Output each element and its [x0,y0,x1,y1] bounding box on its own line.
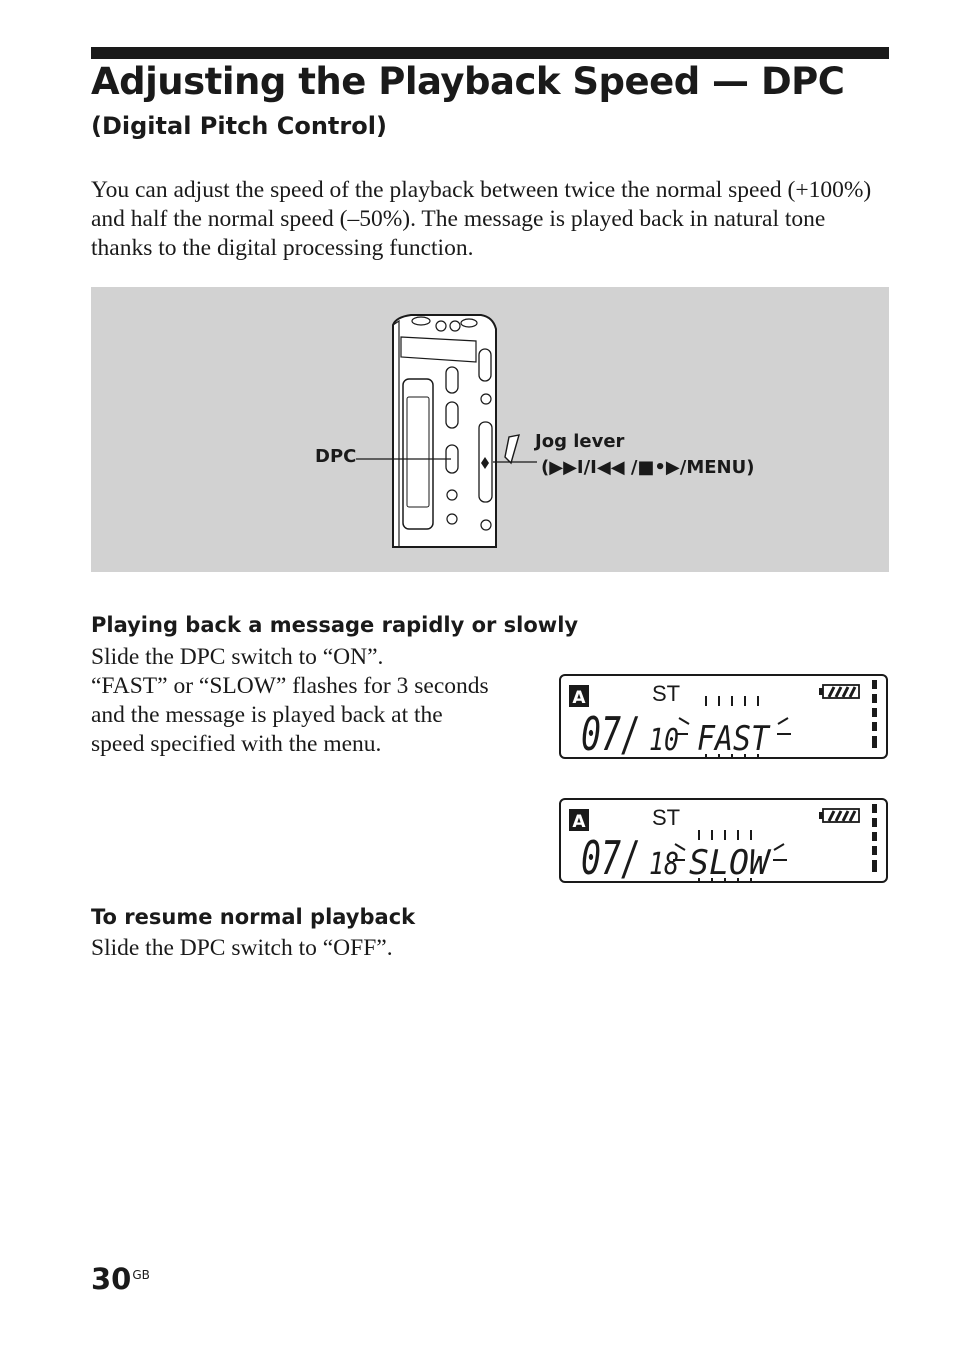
device-figure: DPC Jog lever (▶▶I/I◀◀ /■•▶/MENU) [91,287,889,572]
recorder-illustration [356,314,537,548]
resume-text: Slide the DPC switch to “OFF”. [91,935,393,961]
page-number-value: 30 [91,1262,132,1296]
lcd-slow-display: A ST 07/ 18 SLOW [559,798,888,888]
intro-paragraph: You can adjust the speed of the playback… [91,177,872,261]
page-subtitle: (Digital Pitch Control) [91,112,387,140]
lcd-word: SLOW [689,843,771,883]
body-line-1: Slide the DPC switch to “ON”. [91,644,384,670]
dpc-label: DPC [315,446,357,467]
jog-lever-label: Jog lever [535,431,625,452]
level-meter-icon [872,804,877,872]
lcd-folder: A [572,688,586,708]
section-heading-resume: To resume normal playback [91,905,416,929]
lcd-folder: A [572,812,586,832]
lcd-mode: ST [652,681,680,706]
lcd-number: 07/ [581,831,641,883]
lcd-number: 07/ [581,707,641,759]
jog-lever-functions: (▶▶I/I◀◀ /■•▶/MENU) [541,457,755,478]
lcd-mode: ST [652,805,680,830]
page-title: Adjusting the Playback Speed — DPC [91,60,845,103]
page-number: 30GB [91,1262,150,1296]
level-meter-icon [872,680,877,748]
battery-icon [819,684,860,699]
battery-icon [819,808,860,823]
lcd-fast-display: A ST 07/ 10 FAST [559,674,888,764]
folder-a-icon [569,685,589,707]
lcd-track: 18 [649,847,679,882]
section-heading-rapid-slow: Playing back a message rapidly or slowly [91,613,579,637]
page-number-suffix: GB [132,1268,150,1282]
body-line-3: and the message is played back at the [91,702,443,728]
folder-a-icon [569,809,589,831]
top-rule [91,47,889,59]
body-line-2: “FAST” or “SLOW” flashes for 3 seconds [91,673,489,699]
body-line-4: speed specified with the menu. [91,731,382,757]
lcd-track: 10 [649,723,679,758]
lcd-word: FAST [697,719,771,759]
